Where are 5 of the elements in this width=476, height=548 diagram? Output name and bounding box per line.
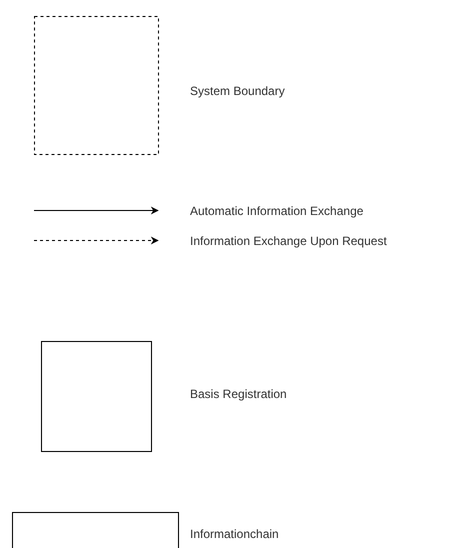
legend-label: Basis Registration — [190, 387, 287, 401]
legend-label: Informationchain — [190, 527, 279, 541]
legend-label: Information Exchange Upon Request — [190, 234, 387, 248]
legend-label: System Boundary — [190, 84, 285, 98]
legend-label: Automatic Information Exchange — [190, 204, 364, 218]
